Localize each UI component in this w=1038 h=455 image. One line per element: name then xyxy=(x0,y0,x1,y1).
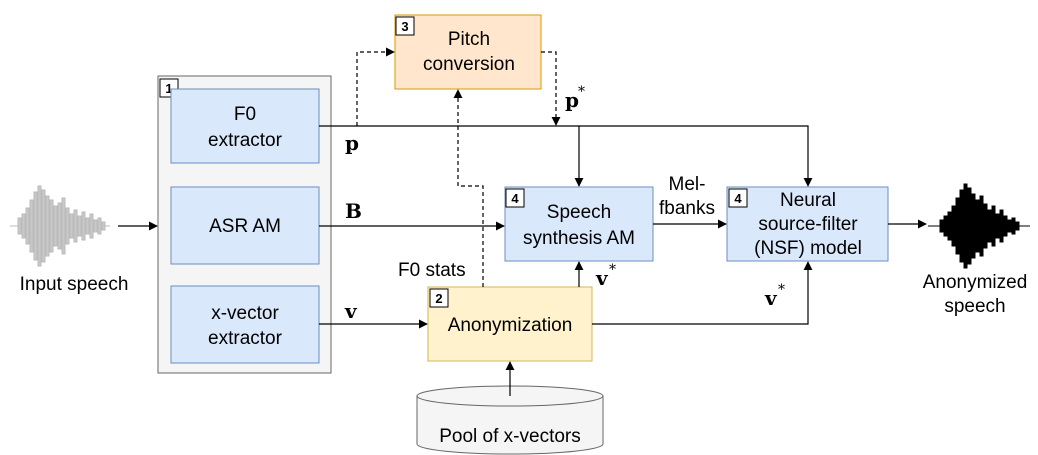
signal-v-star-synthesis-sup: * xyxy=(609,262,616,278)
dashed-arrow-p-to-pitch xyxy=(356,47,395,126)
speech-synthesis-box xyxy=(504,186,654,262)
pitch-conversion-label-line2: conversion xyxy=(423,54,515,75)
arrow-p-to-nsf xyxy=(319,125,813,187)
asr-am-label: ASR AM xyxy=(209,216,281,237)
signal-mel-line1: Mel- xyxy=(669,174,706,195)
pitch-conversion-label-line1: Pitch xyxy=(448,29,490,50)
speech-synthesis-number: 4 xyxy=(511,191,519,206)
anonymized-speech-label-line2: speech xyxy=(944,296,1005,317)
xvector-extractor-box xyxy=(170,285,320,364)
speech-synthesis-label-line2: synthesis AM xyxy=(523,228,635,249)
signal-mel-line2: fbanks xyxy=(659,198,715,219)
extractor-group-number: 1 xyxy=(165,81,172,96)
f0-extractor-label-line1: F0 xyxy=(234,104,256,125)
signal-b: B xyxy=(345,199,362,223)
signal-p-star: p xyxy=(565,88,579,112)
input-speech-label: Input speech xyxy=(20,274,129,295)
pitch-conversion-box xyxy=(394,14,542,90)
xvector-extractor-label-line2: extractor xyxy=(208,328,283,349)
signal-p: p xyxy=(345,131,359,155)
anonymization-number-box xyxy=(429,288,449,308)
output-waveform-icon xyxy=(928,183,1030,269)
xvector-extractor-label-line1: x-vector xyxy=(211,303,279,324)
f0-extractor-label-line2: extractor xyxy=(208,130,283,151)
nsf-model-label-line3: (NSF) model xyxy=(754,238,862,259)
pool-label: Pool of x-vectors xyxy=(439,426,581,447)
dashed-arrow-f0stats-to-pitch xyxy=(453,89,484,287)
signal-v: v xyxy=(344,299,358,323)
f0-extractor-box xyxy=(170,88,320,164)
arrow-vstar-to-nsf xyxy=(592,261,813,325)
signal-p-star-sup: * xyxy=(578,84,585,100)
anonymization-label: Anonymization xyxy=(448,315,573,336)
pitch-conversion-number: 3 xyxy=(401,19,408,34)
signal-f0-stats: F0 stats xyxy=(398,260,466,281)
dashed-arrow-pstar xyxy=(541,51,561,126)
nsf-model-label-line2: source-filter xyxy=(758,214,858,235)
pitch-conversion-number-box xyxy=(395,16,415,36)
anonymized-speech-label-line1: Anonymized xyxy=(923,272,1028,293)
signal-v-star-nsf-sup: * xyxy=(778,282,785,298)
nsf-model-box xyxy=(726,186,889,262)
signal-v-star-nsf: v xyxy=(764,286,778,310)
nsf-model-number-box xyxy=(728,188,748,208)
nsf-model-label-line1: Neural xyxy=(780,190,836,211)
nsf-model-number: 4 xyxy=(734,191,742,206)
speech-synthesis-number-box xyxy=(505,188,525,208)
speech-synthesis-label-line1: Speech xyxy=(547,202,611,223)
input-waveform-icon xyxy=(10,185,110,267)
anonymization-number: 2 xyxy=(435,291,442,306)
signal-v-star-synthesis: v xyxy=(595,266,609,290)
